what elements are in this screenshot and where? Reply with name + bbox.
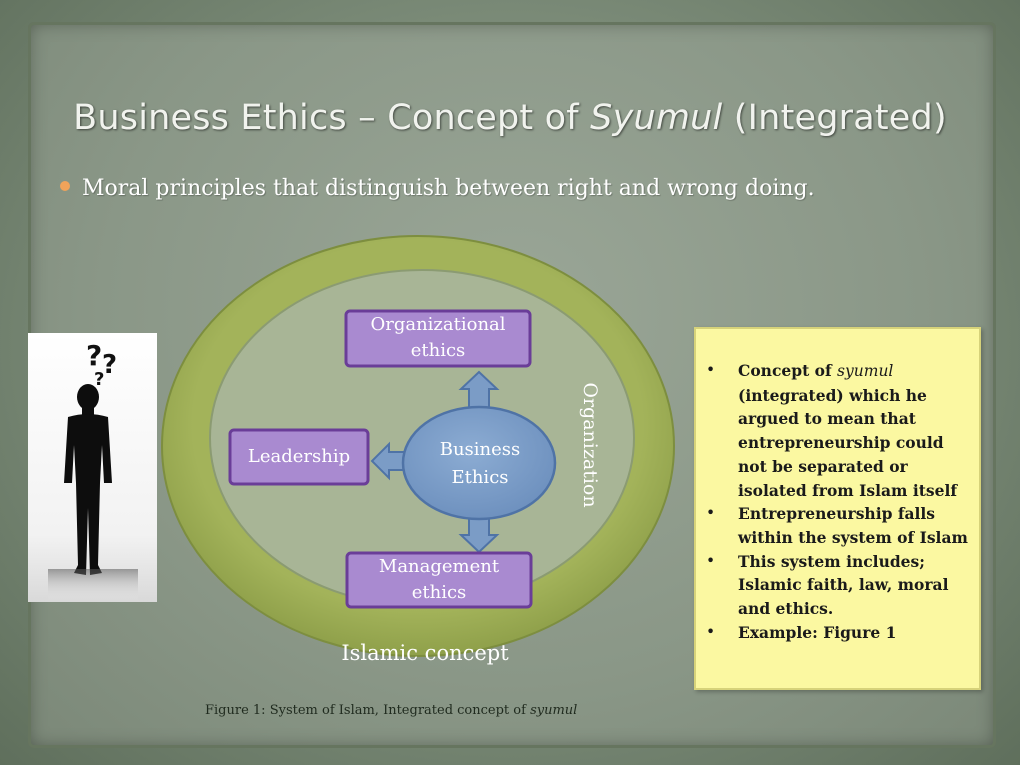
business-ethics-line2: Ethics [451,467,509,488]
slide-title: Business Ethics – Concept of Syumul (Int… [0,98,1020,138]
management-ethics-line2: ethics [411,582,467,603]
svg-text:?: ? [102,350,117,380]
leadership-label: Leadership [230,444,368,470]
person-silhouette-icon [64,384,112,575]
note-1-post: (integrated) which he argued to mean tha… [738,385,958,500]
bullet-dot-icon [60,181,70,191]
note-2-text: Entrepreneurship falls within the system… [738,504,968,547]
note-item-4: • Example: Figure 1 [704,621,969,645]
islamic-concept-label: Islamic concept [341,641,509,665]
note-item-1: • Concept of syumul (integrated) which he… [704,359,969,502]
note-1-italic: syumul [837,362,894,380]
note-bullet-icon: • [706,504,716,523]
leadership-line1: Leadership [247,446,351,467]
diagram-shapes [161,235,675,657]
note-item-2: • Entrepreneurship falls within the syste… [704,502,969,549]
business-ethics-line1: Business [439,439,521,460]
note-bullet-icon: • [706,361,716,379]
notes-box: • Concept of syumul (integrated) which he… [694,327,981,690]
main-bullet-text: Moral principles that distinguish betwee… [82,176,815,201]
thinking-person-image: ? ? ? [28,333,157,602]
organizational-ethics-line1: Organizational [370,314,506,335]
title-prefix: Business Ethics – Concept of [73,98,591,138]
note-item-3: • This system includes; Islamic faith, la… [704,550,969,621]
notes-list: • Concept of syumul (integrated) which he… [696,329,979,644]
main-bullet: Moral principles that distinguish betwee… [60,176,815,201]
note-4-text: Example: Figure 1 [738,622,897,642]
question-marks-icon: ? ? ? [86,339,117,390]
management-ethics-box [345,551,533,609]
caption-prefix: Figure 1: System of Islam, Integrated co… [205,703,531,718]
leadership-box [228,428,370,486]
organizational-ethics-box [344,309,532,368]
svg-text:?: ? [86,339,102,372]
title-italic: Syumul [590,98,723,138]
svg-text:?: ? [94,369,104,390]
caption-italic: syumul [530,703,578,718]
note-1-pre: Concept of [738,361,838,380]
syumul-diagram: Organizational ethics Leadership Manageme… [160,232,690,672]
arrow-up-icon [458,370,500,409]
management-ethics-line1: Management [378,556,500,577]
organization-label: Organization [579,382,601,508]
figure-caption: Figure 1: System of Islam, Integrated co… [205,703,577,718]
note-3-text: This system includes; Islamic faith, law… [738,551,949,619]
title-suffix: (Integrated) [722,98,947,138]
business-ethics-ellipse [401,405,557,521]
organizational-ethics-label: Organizational ethics [346,312,530,364]
organizational-ethics-line2: ethics [410,340,466,361]
note-bullet-icon: • [706,551,716,570]
note-bullet-icon: • [706,622,716,641]
arrow-down-icon [458,517,500,554]
management-ethics-label: Management ethics [347,554,531,606]
